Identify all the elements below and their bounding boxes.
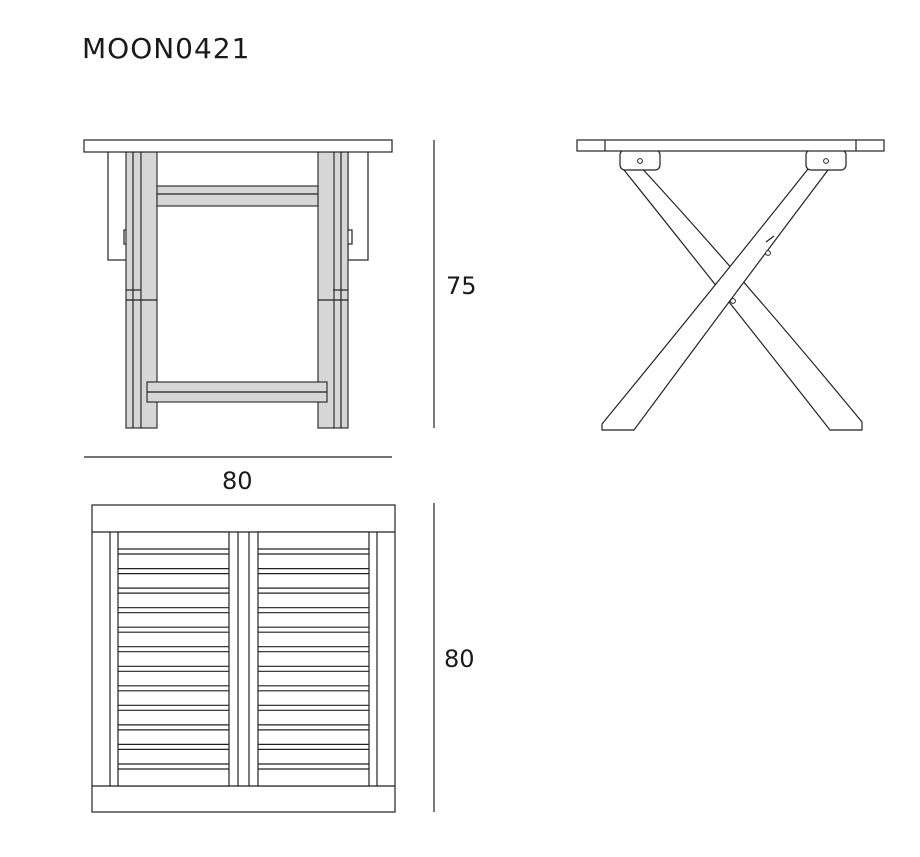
- side-view-latch-bolt: [765, 250, 771, 256]
- side-view-table-top: [576, 139, 885, 152]
- front-view: [83, 139, 393, 429]
- side-view: [576, 139, 885, 431]
- top-view-slat-lines: [118, 548, 369, 770]
- width-dimension-label: 80: [222, 467, 253, 495]
- height-dimension-label: 75: [446, 272, 477, 300]
- side-view-leg-b: [601, 163, 829, 431]
- side-view-pivot-bolt: [730, 298, 736, 304]
- top-view: [91, 504, 396, 813]
- model-code: MOON0421: [82, 32, 250, 65]
- depth-dimension-label: 80: [444, 645, 475, 673]
- side-view-leg-a: [623, 163, 863, 431]
- front-view-upper-stretcher: [156, 185, 319, 207]
- front-view-table-top: [83, 139, 393, 153]
- top-view-left-slats: [117, 531, 230, 787]
- top-view-right-slats: [257, 531, 370, 787]
